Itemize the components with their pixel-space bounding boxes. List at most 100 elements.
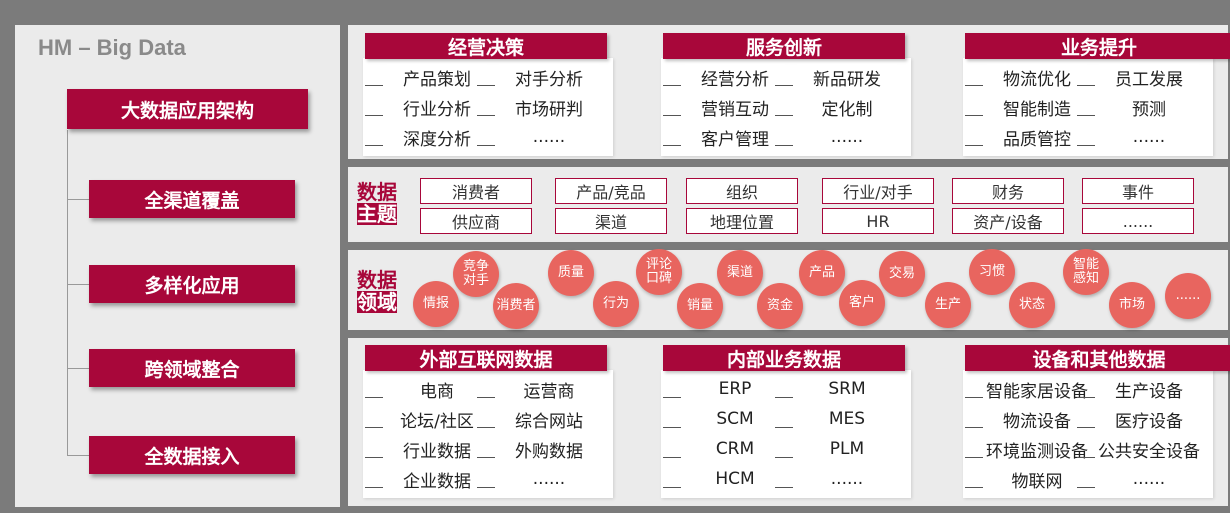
topic-box[interactable]: 渠道 [555,208,667,234]
data-item[interactable]: ...... [1099,124,1199,150]
data-item[interactable]: ...... [499,466,599,492]
item-dash [477,397,495,398]
data-item[interactable]: ...... [1099,466,1199,492]
data-item[interactable]: 员工发展 [1099,64,1199,90]
data-item[interactable]: 行业数据 [387,436,487,462]
domain-circle[interactable]: 交易 [879,251,925,297]
topics-label: 数据 主题 [357,180,397,226]
topic-box[interactable]: 产品/竞品 [555,178,667,204]
group-header: 外部互联网数据 [365,345,607,371]
data-item[interactable]: 物流设备 [987,406,1087,432]
diverse-application-button[interactable]: 多样化应用 [89,265,295,303]
domain-circle[interactable]: 评论 口碑 [636,249,682,295]
cross-domain-button[interactable]: 跨领域整合 [89,349,295,387]
item-dash [965,487,983,488]
data-item[interactable]: 产品策划 [387,64,487,90]
domain-circle[interactable]: 资金 [757,283,803,329]
data-item[interactable]: PLM [797,436,897,462]
data-item[interactable]: CRM [685,436,785,462]
data-item[interactable]: 环境监测设备 [986,436,1088,462]
data-item[interactable]: ...... [797,124,897,150]
domain-circle[interactable]: 质量 [548,250,594,296]
data-item[interactable]: 深度分析 [387,124,487,150]
group-header: 内部业务数据 [663,345,905,371]
domain-circle[interactable]: 产品 [799,250,845,296]
domain-circle[interactable]: ...... [1165,273,1211,319]
full-data-access-button[interactable]: 全数据接入 [89,436,295,474]
domain-circle[interactable]: 生产 [925,282,971,328]
data-item[interactable]: 生产设备 [1099,376,1199,402]
data-item[interactable]: ...... [499,124,599,150]
data-item[interactable]: 经营分析 [685,64,785,90]
topic-box[interactable]: 事件 [1082,178,1194,204]
data-item[interactable]: 公共安全设备 [1098,436,1200,462]
topic-box[interactable]: 资产/设备 [952,208,1064,234]
page-title: HM – Big Data [38,35,186,60]
item-dash [1077,145,1095,146]
data-item[interactable]: 市场研判 [499,94,599,120]
data-item[interactable]: 预测 [1099,94,1199,120]
group-header: 服务创新 [663,33,905,59]
item-dash [365,487,383,488]
data-item[interactable]: 品质管控 [987,124,1087,150]
data-item[interactable]: 电商 [387,376,487,402]
domain-circle[interactable]: 市场 [1109,282,1155,328]
topic-box[interactable]: 供应商 [420,208,532,234]
domain-circle[interactable]: 情报 [413,281,459,327]
data-item[interactable]: 论坛/社区 [387,406,487,432]
data-item[interactable]: 运营商 [499,376,599,402]
data-item[interactable]: 物联网 [987,466,1087,492]
data-item[interactable]: HCM [685,466,785,492]
omnichannel-button[interactable]: 全渠道覆盖 [89,180,295,218]
topic-box[interactable]: 行业/对手 [822,178,934,204]
item-dash [775,397,793,398]
item-dash [477,145,495,146]
domain-circle[interactable]: 客户 [839,280,885,326]
tree-branch [67,368,89,369]
domain-circle[interactable]: 状态 [1009,282,1055,328]
topic-box[interactable]: 组织 [686,178,798,204]
item-dash [775,457,793,458]
item-dash [965,397,983,398]
domain-circle[interactable]: 习惯 [969,249,1015,295]
domain-circle[interactable]: 智能 感知 [1063,249,1109,295]
data-item[interactable]: SRM [797,376,897,402]
item-dash [365,457,383,458]
architecture-button[interactable]: 大数据应用架构 [67,89,308,129]
item-dash [1077,457,1095,458]
data-item[interactable]: 营销互动 [685,94,785,120]
domain-circle[interactable]: 渠道 [717,250,763,296]
data-item[interactable]: 企业数据 [387,466,487,492]
tree-branch [67,284,89,285]
data-item[interactable]: 行业分析 [387,94,487,120]
data-item[interactable]: 医疗设备 [1099,406,1199,432]
data-item[interactable]: 客户管理 [685,124,785,150]
data-item[interactable]: 综合网站 [499,406,599,432]
topic-box[interactable]: ...... [1082,208,1194,234]
data-item[interactable]: 外购数据 [499,436,599,462]
topic-box[interactable]: 地理位置 [686,208,798,234]
data-item[interactable]: ERP [685,376,785,402]
data-item[interactable]: MES [797,406,897,432]
topic-box[interactable]: 财务 [952,178,1064,204]
data-item[interactable]: 新品研发 [797,64,897,90]
data-item[interactable]: 智能家居设备 [986,376,1088,402]
item-dash [477,115,495,116]
domain-circle[interactable]: 行为 [593,281,639,327]
domain-circle[interactable]: 消费者 [493,283,539,329]
domain-circle[interactable]: 销量 [677,283,723,329]
item-dash [477,457,495,458]
item-dash [775,115,793,116]
data-item[interactable]: 智能制造 [987,94,1087,120]
topic-box[interactable]: 消费者 [420,178,532,204]
data-item[interactable]: 对手分析 [499,64,599,90]
item-dash [663,85,681,86]
data-item[interactable]: ...... [797,466,897,492]
item-dash [663,487,681,488]
group-header: 经营决策 [365,33,607,59]
data-item[interactable]: SCM [685,406,785,432]
data-item[interactable]: 物流优化 [987,64,1087,90]
data-item[interactable]: 定化制 [797,94,897,120]
domain-circle[interactable]: 竞争 对手 [453,251,499,297]
topic-box[interactable]: HR [822,208,934,234]
